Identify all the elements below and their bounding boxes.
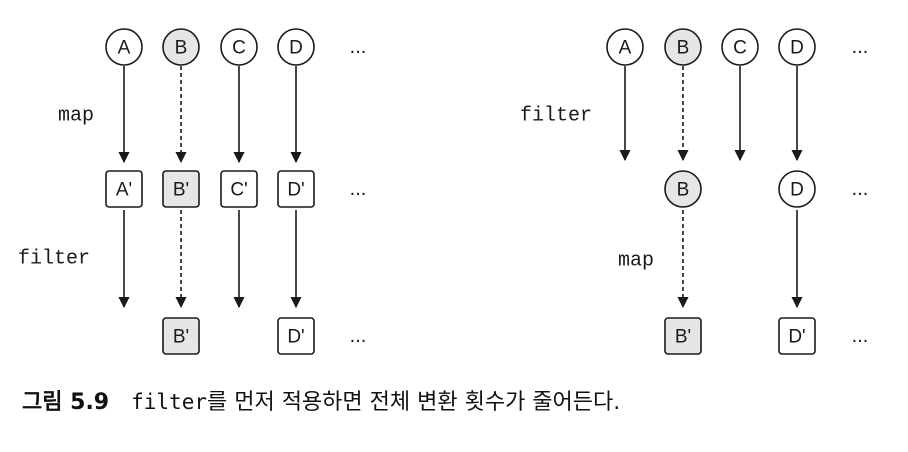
left-input-node-b bbox=[162, 28, 200, 66]
left-mapped-box-3 bbox=[220, 170, 258, 208]
right-filtered-node-d-label: D bbox=[790, 180, 804, 201]
right-input-node-d bbox=[778, 28, 816, 66]
right-filtered-ellipsis: ... bbox=[852, 178, 869, 200]
right-result-ellipsis: ... bbox=[852, 325, 869, 347]
left-result-ellipsis: ... bbox=[350, 325, 367, 347]
right-op-filter-label: filter bbox=[520, 105, 592, 128]
left-mapped-box-2-label: B' bbox=[173, 180, 189, 201]
right-result-box-1 bbox=[664, 317, 702, 355]
right-result-box-2 bbox=[778, 317, 816, 355]
right-input-node-b bbox=[664, 28, 702, 66]
left-result-box-2 bbox=[277, 317, 315, 355]
right-op-map-label: map bbox=[618, 250, 654, 273]
left-result-box-1 bbox=[162, 317, 200, 355]
right-filtered-node-d bbox=[778, 170, 816, 208]
left-mapped-ellipsis: ... bbox=[350, 178, 367, 200]
left-input-node-a bbox=[105, 28, 143, 66]
right-input-node-b-label: B bbox=[677, 38, 690, 59]
left-mapped-box-4 bbox=[277, 170, 315, 208]
figure-number: 그림 5.9 bbox=[22, 390, 110, 415]
left-input-node-b-label: B bbox=[175, 38, 188, 59]
right-input-node-a bbox=[606, 28, 644, 66]
right-input-ellipsis: ... bbox=[852, 36, 869, 58]
left-mapped-box-4-label: D' bbox=[287, 180, 304, 201]
left-result-box-1-label: B' bbox=[173, 327, 189, 348]
right-filtered-node-b bbox=[664, 170, 702, 208]
left-op-map-label: map bbox=[58, 105, 94, 128]
figure-caption: 그림 5.9 filter를 먼저 적용하면 전체 변환 횟수가 줄어든다. bbox=[22, 384, 892, 424]
left-input-node-a-label: A bbox=[118, 38, 131, 59]
left-input-node-c bbox=[220, 28, 258, 66]
caption-code: filter bbox=[131, 390, 207, 414]
right-input-node-d-label: D bbox=[790, 38, 804, 59]
left-mapped-box-1-label: A' bbox=[116, 180, 132, 201]
caption-text: 를 먼저 적용하면 전체 변환 횟수가 줄어든다. bbox=[206, 390, 621, 415]
left-mapped-box-1 bbox=[105, 170, 143, 208]
left-op-filter-label: filter bbox=[18, 248, 90, 271]
right-result-box-2-label: D' bbox=[788, 327, 805, 348]
left-mapped-box-2 bbox=[162, 170, 200, 208]
left-mapped-box-3-label: C' bbox=[230, 180, 247, 201]
right-input-node-a-label: A bbox=[619, 38, 632, 59]
left-input-node-d-label: D bbox=[289, 38, 303, 59]
right-filtered-node-b-label: B bbox=[677, 180, 690, 201]
right-input-node-c bbox=[721, 28, 759, 66]
right-result-box-1-label: B' bbox=[675, 327, 691, 348]
left-input-node-d bbox=[277, 28, 315, 66]
right-input-node-c-label: C bbox=[733, 38, 747, 59]
left-input-node-c-label: C bbox=[232, 38, 246, 59]
left-result-box-2-label: D' bbox=[287, 327, 304, 348]
left-input-ellipsis: ... bbox=[350, 36, 367, 58]
